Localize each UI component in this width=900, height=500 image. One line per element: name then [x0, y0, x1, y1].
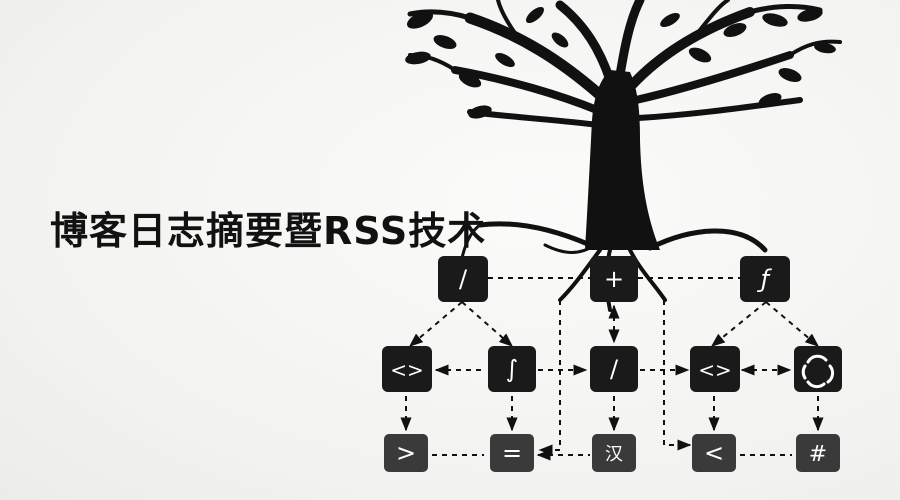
node-code-right: <>: [690, 346, 740, 392]
tree-leaves: [405, 6, 836, 119]
node-plus-label: +: [604, 265, 624, 293]
node-slash-mid-label: /: [610, 355, 619, 383]
nodes: / + ƒ <> ∫ /: [382, 256, 842, 472]
node-gt: >: [384, 434, 428, 472]
node-lt: <: [692, 434, 736, 472]
node-gt-label: >: [396, 439, 416, 467]
cycle-icon: [801, 354, 835, 389]
node-f-label: ƒ: [757, 265, 773, 293]
node-integral: ∫: [488, 346, 536, 392]
connector-lines: [400, 277, 824, 461]
node-eq: =: [490, 434, 534, 472]
node-integral-label: ∫: [506, 355, 519, 383]
node-f: ƒ: [740, 256, 790, 302]
node-slash-top: /: [438, 256, 488, 302]
page-title: 博客日志摘要暨RSS技术: [50, 209, 487, 253]
node-han-label: 汉: [605, 444, 623, 465]
tree-roots: [460, 221, 768, 312]
node-hash-label: #: [809, 442, 827, 467]
node-plus: +: [590, 256, 638, 302]
tree-trunk: [585, 70, 660, 250]
node-code-right-label: <>: [698, 358, 732, 382]
node-slash-mid: /: [590, 346, 638, 392]
node-slash-top-label: /: [459, 265, 468, 293]
tree-illustration: [405, 0, 842, 312]
node-cycle: [794, 346, 842, 392]
node-eq-label: =: [502, 439, 522, 467]
node-hash: #: [796, 434, 840, 472]
node-code-left-label: <>: [390, 358, 424, 382]
node-han: 汉: [592, 434, 636, 472]
node-lt-label: <: [704, 439, 724, 467]
node-code-left: <>: [382, 346, 432, 392]
